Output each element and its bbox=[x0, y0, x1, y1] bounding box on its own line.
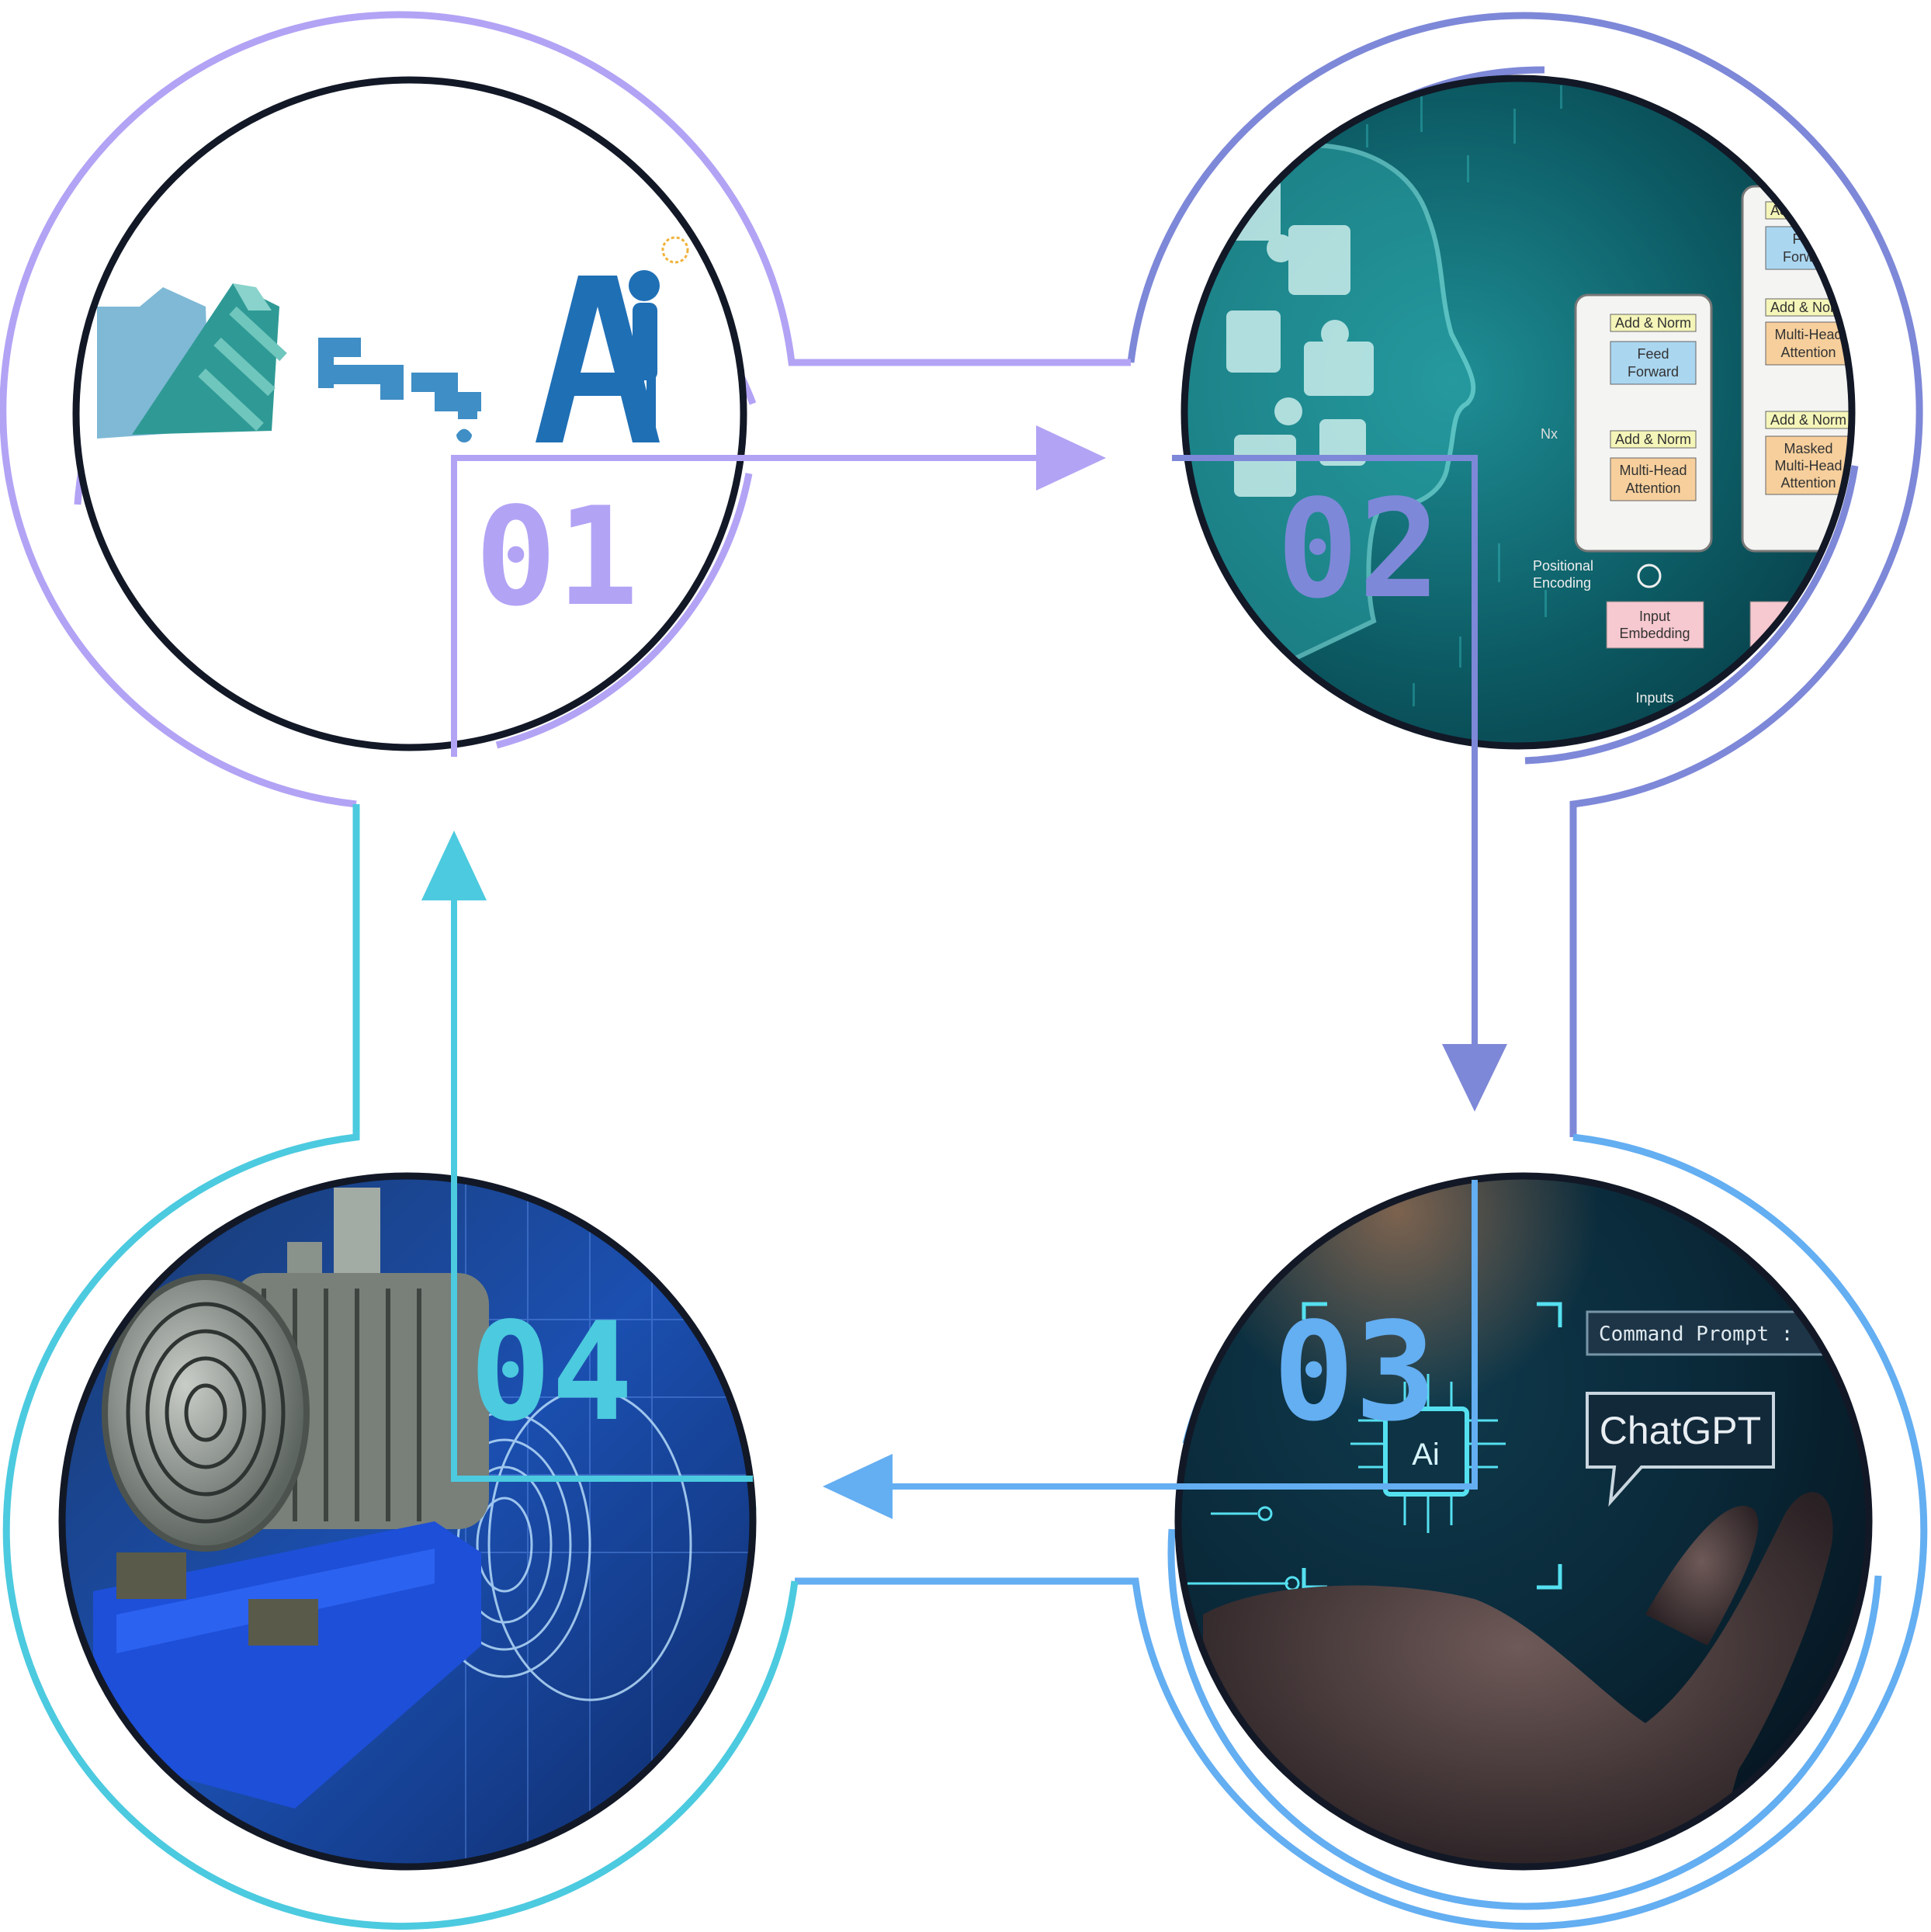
step-4-ring bbox=[58, 1172, 757, 1871]
frame-inner-arc-2b bbox=[1524, 465, 1859, 765]
chat-bubble-icon bbox=[1586, 1392, 1775, 1507]
step-2-number: 02 bbox=[1277, 471, 1440, 629]
dec-add-norm-3: Add & Norm bbox=[1770, 412, 1846, 428]
frame-segment-1 bbox=[0, 11, 1131, 808]
step-4-number: 04 bbox=[470, 1294, 633, 1452]
nx-label: Nx bbox=[1541, 426, 1558, 442]
input-emb-2: Embedding bbox=[1619, 626, 1690, 641]
frame-segment-4 bbox=[2, 804, 799, 1930]
frame-inner-arc-1b bbox=[495, 473, 753, 749]
enc-ff-2: Forward bbox=[1628, 364, 1679, 380]
enc-add-norm-1: Add & Norm bbox=[1615, 315, 1691, 331]
enc-ff-1: Feed bbox=[1637, 346, 1669, 362]
chip-label: Ai bbox=[1412, 1438, 1440, 1472]
dam-icon bbox=[97, 283, 287, 439]
step-1-image bbox=[76, 80, 744, 747]
arrow-3-to-4 bbox=[823, 1180, 1478, 1519]
hand-icon bbox=[1203, 1492, 1833, 1867]
pos-enc-2: Encoding bbox=[1533, 575, 1591, 591]
dec-masked-mha-1: Multi-Head bbox=[1774, 458, 1842, 473]
step-1-number: 01 bbox=[475, 479, 639, 636]
dec-mha-1: Multi-Head bbox=[1774, 327, 1842, 342]
inputs-label: Inputs bbox=[1635, 690, 1673, 706]
dec-add-norm-2: Add & Norm bbox=[1770, 300, 1846, 315]
motor-base bbox=[93, 1521, 481, 1809]
input-emb-1: Input bbox=[1639, 609, 1670, 624]
ai-logo bbox=[536, 276, 660, 442]
dec-mha-2: Attention bbox=[1780, 345, 1836, 360]
step-2-image: Add & Norm Feed Forward Add & Norm Multi… bbox=[1184, 78, 1852, 746]
frame-segment-2 bbox=[1127, 12, 1923, 1137]
puzzle-pieces bbox=[1211, 179, 1374, 497]
frame-segment-3 bbox=[795, 1133, 1928, 1930]
pipe-icon bbox=[318, 338, 481, 442]
chatgpt-bubble-label: ChatGPT bbox=[1600, 1409, 1761, 1452]
enc-mha-2: Attention bbox=[1625, 480, 1680, 496]
arrow-4-to-1 bbox=[421, 831, 753, 1482]
sun-icon bbox=[661, 236, 689, 264]
child-icon bbox=[629, 270, 660, 442]
enc-mha-1: Multi-Head bbox=[1619, 463, 1687, 478]
pos-enc-1: Positional bbox=[1533, 558, 1593, 574]
step-3-image: Ai Command Prompt : ChatGPT bbox=[1178, 1176, 1869, 1867]
step-2-ring bbox=[1180, 75, 1856, 750]
enc-add-norm-2: Add & Norm bbox=[1615, 432, 1691, 447]
dec-masked: Masked bbox=[1784, 441, 1832, 456]
arrow-2-to-3 bbox=[1172, 455, 1507, 1112]
step-4-image bbox=[62, 1176, 753, 1867]
frame-inner-arc-3b bbox=[1167, 1528, 1882, 1910]
step-1-ring bbox=[72, 76, 747, 751]
arrow-1-to-2 bbox=[451, 425, 1106, 757]
step-3-number: 03 bbox=[1273, 1294, 1437, 1452]
step-3-ring bbox=[1174, 1172, 1873, 1871]
motor-icon bbox=[102, 1188, 489, 1552]
command-prompt-label: Command Prompt : bbox=[1599, 1323, 1793, 1346]
dec-masked-mha-2: Attention bbox=[1780, 475, 1836, 491]
